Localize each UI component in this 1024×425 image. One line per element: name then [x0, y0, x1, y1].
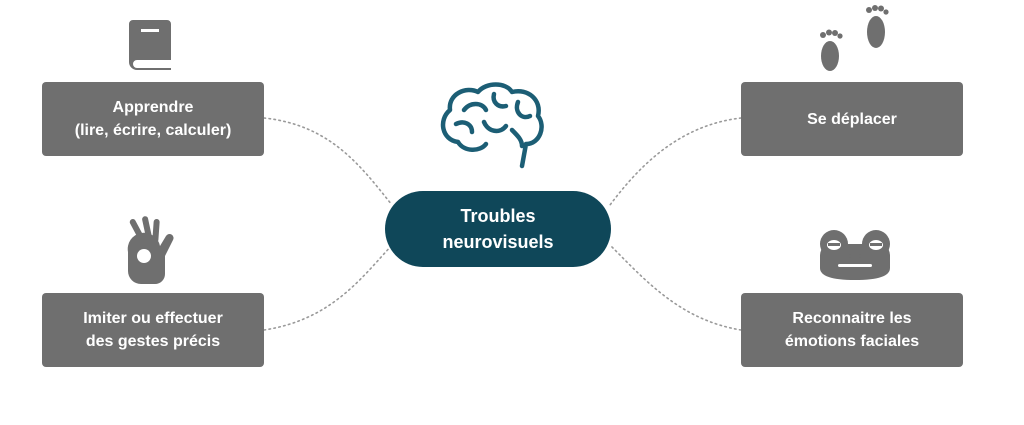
node-se-deplacer: Se déplacer: [741, 82, 963, 156]
connector-top-left: [263, 117, 393, 206]
connector-bottom-right: [609, 244, 742, 331]
book-icon: [129, 20, 171, 70]
node-reconnaitre-emotions-line-1: Reconnaitre les: [792, 310, 912, 327]
central-topic-line-2: neurovisuels: [442, 232, 554, 252]
frog-face-icon: [820, 230, 890, 280]
central-topic: Troubles neurovisuels: [385, 191, 611, 267]
connector-top-right: [609, 117, 742, 206]
node-imiter-gestes-line-2: des gestes précis: [85, 333, 221, 350]
node-se-deplacer-label: Se déplacer: [807, 110, 897, 128]
connector-bottom-left: [263, 244, 393, 331]
node-apprendre-line-1: Apprendre: [112, 99, 194, 116]
node-imiter-gestes: Imiter ou effectuer des gestes précis: [42, 293, 264, 367]
node-apprendre: Apprendre (lire, écrire, calculer): [42, 82, 264, 156]
ok-hand-icon: [127, 216, 174, 284]
central-topic-line-1: Troubles: [460, 206, 536, 226]
node-reconnaitre-emotions-line-2: émotions faciales: [784, 333, 920, 350]
node-apprendre-line-2: (lire, écrire, calculer): [74, 122, 232, 139]
node-imiter-gestes-line-1: Imiter ou effectuer: [83, 310, 223, 327]
footprints-icon: [820, 5, 889, 71]
node-reconnaitre-emotions: Reconnaitre les émotions faciales: [741, 293, 963, 367]
brain-icon: [440, 82, 544, 169]
